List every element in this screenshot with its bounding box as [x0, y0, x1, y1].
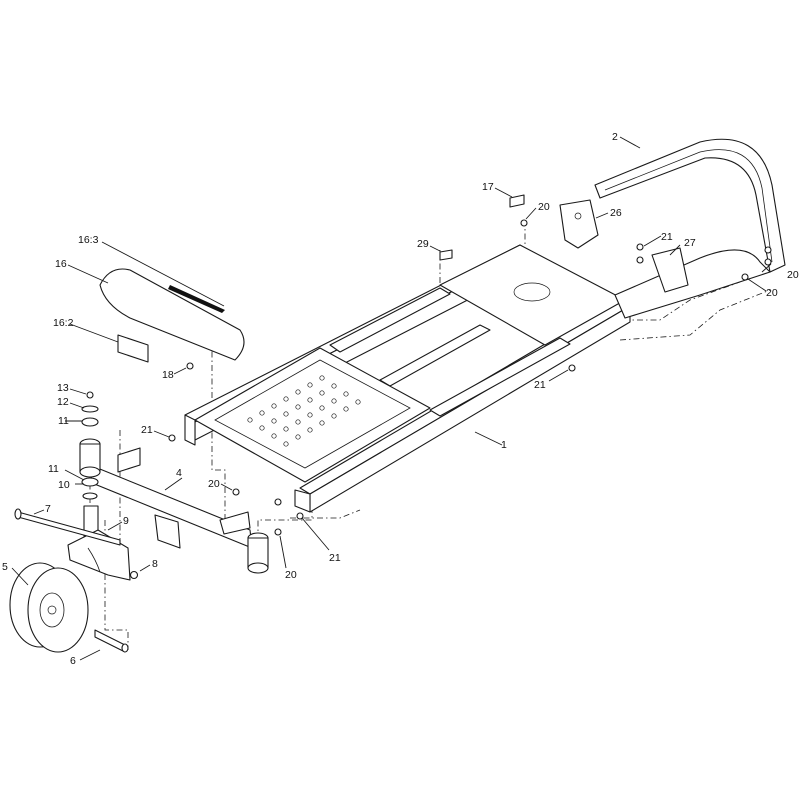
callout-17: 17	[482, 181, 494, 193]
callout-4: 4	[176, 467, 182, 479]
clip-17	[509, 194, 525, 208]
callout-20e: 20	[766, 287, 778, 299]
callout-11a: 11	[58, 415, 69, 427]
axle-6	[94, 629, 126, 653]
bracket-27	[651, 247, 689, 293]
callout-5: 5	[2, 561, 8, 573]
bracket-26	[559, 199, 599, 249]
front-axle	[89, 447, 253, 549]
callout-16: 16	[55, 258, 67, 270]
spindle-tubes	[79, 438, 269, 574]
callout-20c: 20	[285, 569, 297, 581]
leader-lines	[11, 136, 772, 661]
callout-9: 9	[123, 515, 129, 527]
bolt-7	[17, 511, 121, 546]
callout-1: 1	[501, 439, 507, 451]
pan-perforations	[247, 375, 361, 447]
callout-11b: 11	[48, 463, 59, 475]
callout-29: 29	[417, 238, 429, 250]
callout-8: 8	[152, 558, 158, 570]
callouts: 1 2 4 5 6 7 8 9 10 11 11 12 13 16 16:2 1…	[2, 131, 799, 667]
main-frame	[184, 244, 631, 513]
shield-16	[99, 268, 245, 363]
hardware	[81, 194, 772, 580]
callout-12: 12	[57, 396, 69, 408]
decal-16-3	[168, 285, 225, 313]
callout-20b: 20	[208, 478, 220, 490]
callout-6: 6	[70, 655, 76, 667]
callout-10: 10	[58, 479, 70, 491]
decal-16-2	[117, 334, 149, 363]
callout-21c: 21	[534, 379, 546, 391]
callout-2: 2	[612, 131, 618, 143]
callout-16-3: 16:3	[78, 234, 99, 246]
callout-21b: 21	[329, 552, 341, 564]
axle-bolts	[14, 508, 129, 653]
caster-wheel	[9, 562, 89, 653]
callout-16-2: 16:2	[53, 317, 74, 329]
callout-21d: 21	[661, 231, 673, 243]
caster-fork	[67, 505, 131, 581]
callout-20d: 20	[787, 269, 799, 281]
callout-26: 26	[610, 207, 622, 219]
callout-7: 7	[45, 503, 51, 515]
callout-18: 18	[162, 369, 174, 381]
callout-27: 27	[684, 237, 696, 249]
clip-29	[439, 249, 453, 261]
callout-13: 13	[57, 382, 69, 394]
brackets	[559, 199, 689, 293]
rops-bar	[594, 138, 786, 319]
callout-21a: 21	[141, 424, 153, 436]
callout-20a: 20	[538, 201, 550, 213]
